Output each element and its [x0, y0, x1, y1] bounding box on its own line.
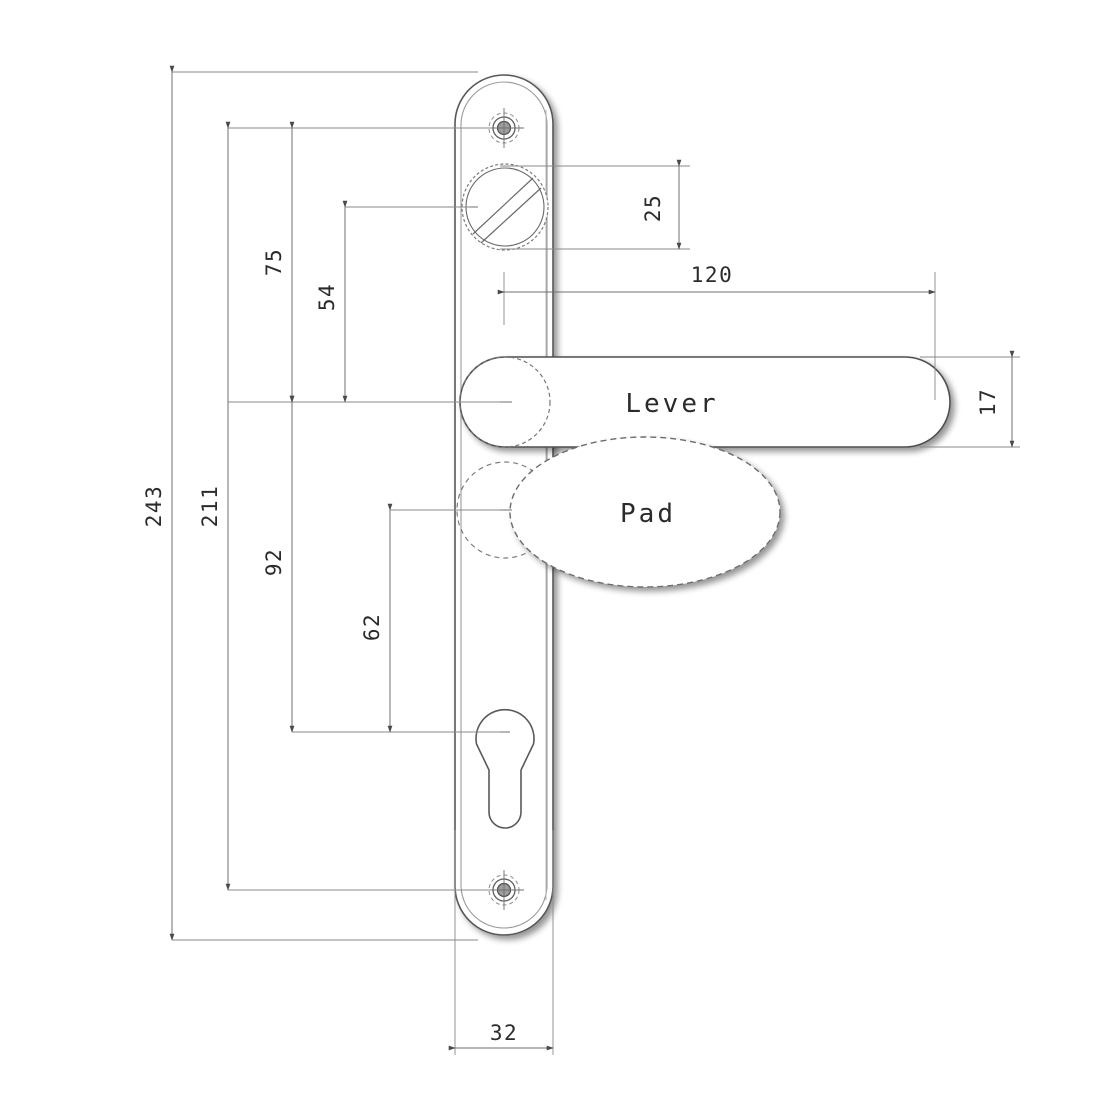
pad-outline — [509, 436, 781, 588]
part-labels: Lever Pad — [620, 389, 718, 529]
dimension-32-text: 32 — [490, 1021, 518, 1045]
dimension-17-text: 17 — [976, 388, 1000, 416]
dimension-211-text: 211 — [198, 485, 222, 527]
dimension-62: 62 — [360, 503, 393, 733]
dimension-54: 54 — [315, 200, 348, 403]
dimension-75-text: 75 — [262, 248, 286, 276]
dimension-75: 75 — [262, 121, 295, 403]
thumb-pad — [509, 436, 781, 588]
top-fixing-hole — [484, 108, 524, 148]
pad-label: Pad — [620, 499, 676, 529]
dimension-54-text: 54 — [315, 283, 339, 311]
thumbturn-knurl-line-2 — [480, 187, 542, 244]
dimension-120-text: 120 — [691, 263, 733, 287]
dimension-120: 120 — [497, 263, 936, 295]
dimension-lines: 243 211 75 54 25 — [142, 65, 1015, 1051]
dimension-92-text: 92 — [262, 548, 286, 576]
dimension-243-text: 243 — [142, 485, 166, 527]
lever-label: Lever — [625, 389, 718, 419]
dimension-92: 92 — [262, 395, 295, 733]
dimension-32: 32 — [448, 1021, 554, 1051]
bottom-fixing-hole — [484, 870, 524, 910]
thumbturn-knurl-line-1 — [472, 177, 534, 235]
dimension-62-text: 62 — [360, 613, 384, 641]
thumbturn-outer-circle — [461, 163, 549, 251]
dimension-243: 243 — [142, 65, 175, 941]
dimension-211: 211 — [198, 121, 231, 891]
keyhole-profile — [475, 708, 535, 829]
dimension-17: 17 — [976, 350, 1015, 448]
dimension-25-text: 25 — [641, 194, 665, 222]
part-geometry — [452, 74, 951, 936]
dimension-25: 25 — [641, 159, 682, 250]
